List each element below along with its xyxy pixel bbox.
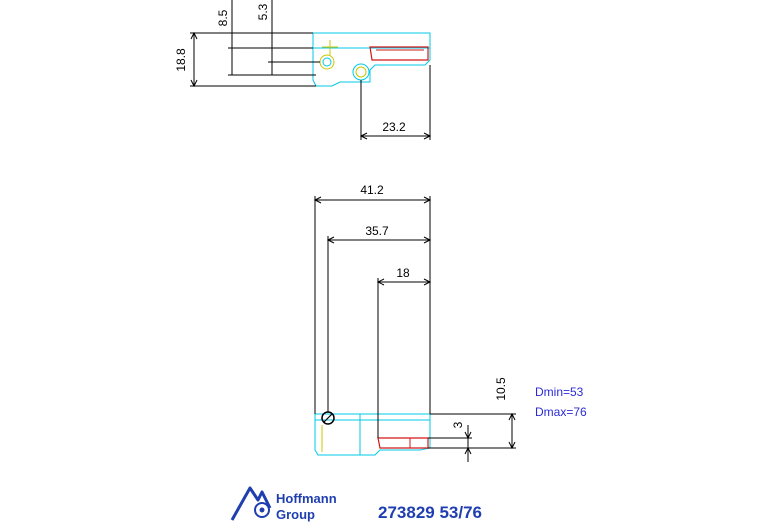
dim-10-5-label: 10.5	[494, 377, 508, 401]
dmin-note: Dmin=53	[535, 385, 584, 399]
top-view-hole-1-inner	[322, 57, 332, 67]
top-view-hole-2	[352, 63, 370, 81]
dim-18	[376, 278, 432, 438]
dim-18-8	[190, 31, 316, 88]
dim-5-3	[268, 0, 320, 75]
hoffmann-logo-mark	[230, 486, 272, 521]
dim-18-label: 18	[396, 266, 410, 280]
front-view-insert	[377, 437, 429, 449]
front-view: 41.2 35.7 18 10.5	[313, 183, 516, 462]
hoffmann-logo-gear-hub	[259, 507, 265, 513]
dim-8-5-label: 8.5	[216, 9, 230, 26]
dim-35-7-label: 35.7	[365, 224, 389, 238]
dim-23-2-label: 23.2	[382, 120, 406, 134]
top-view-insert	[369, 46, 429, 61]
dim-5-3-label: 5.3	[256, 3, 270, 20]
dim-3	[428, 425, 472, 462]
hoffmann-logo: Hoffmann Group	[230, 486, 337, 522]
part-number: 273829 53/76	[378, 503, 482, 522]
dmax-note: Dmax=76	[535, 405, 587, 419]
dim-41-2-label: 41.2	[360, 183, 384, 197]
top-view: 18.8 8.5 5.3 23.2	[174, 0, 432, 140]
logo-text-line2: Group	[276, 507, 315, 522]
logo-text-line1: Hoffmann	[276, 491, 337, 506]
dim-41-2	[313, 196, 432, 414]
front-view-screw-slot	[323, 413, 333, 423]
hoffmann-logo-gear-icon	[254, 502, 270, 518]
dim-35-7	[326, 236, 432, 412]
title-block: Hoffmann Group 273829 53/76	[230, 486, 482, 522]
top-view-body-outline	[312, 32, 431, 87]
dim-10-5	[428, 412, 516, 450]
dim-3-label: 3	[451, 421, 465, 428]
top-view-hole-2-inner	[355, 66, 367, 78]
top-view-hole-1	[319, 54, 335, 70]
front-view-body-outline	[314, 413, 431, 456]
dim-18-8-label: 18.8	[174, 48, 188, 72]
dim-23-2	[359, 65, 432, 140]
